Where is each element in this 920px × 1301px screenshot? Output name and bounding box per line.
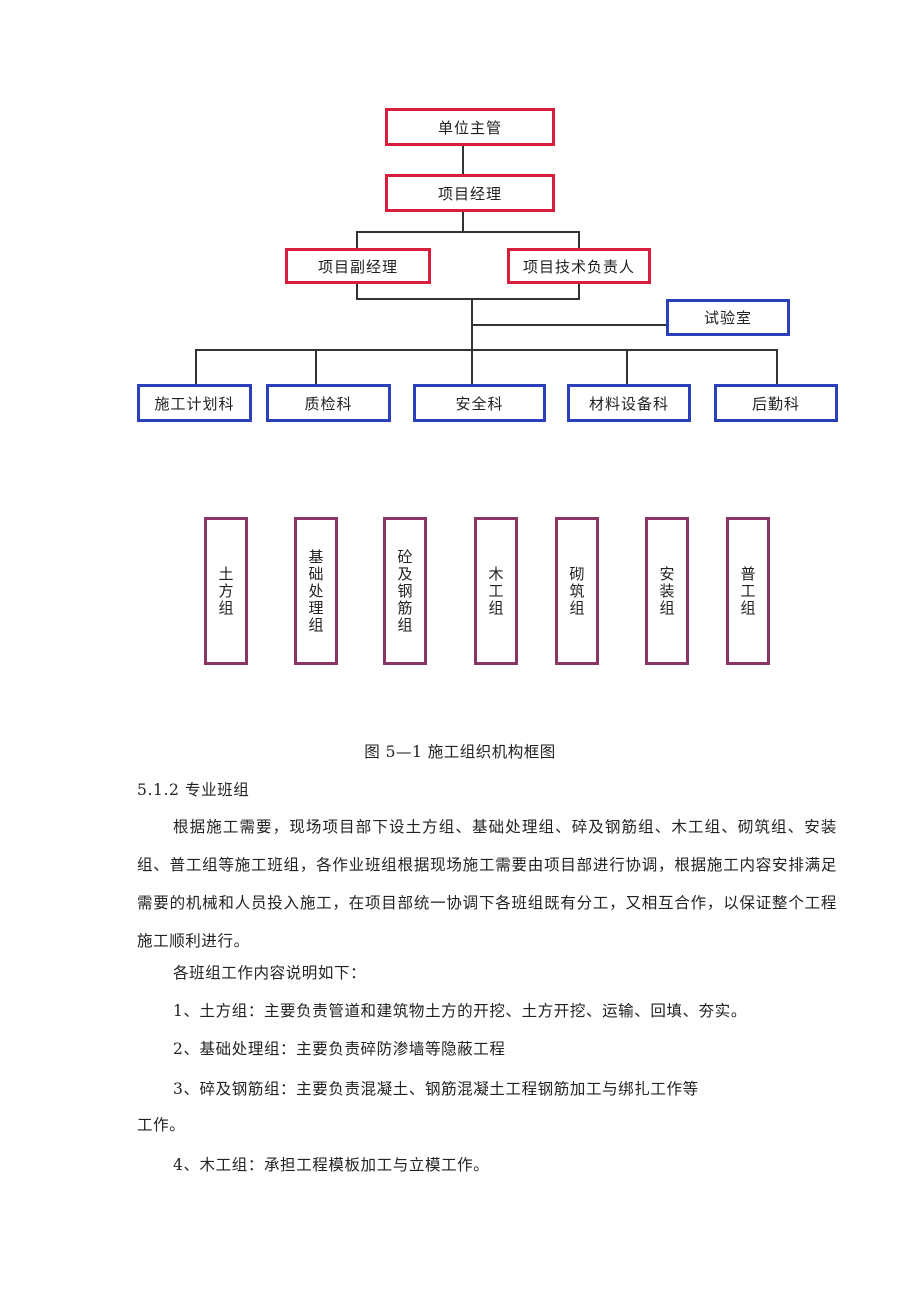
org-box-department: 后勤科	[714, 384, 838, 422]
connector-line	[462, 145, 464, 175]
org-box-top: 单位主管	[385, 108, 555, 146]
figure-caption: 图 5—1 施工组织机构框图	[364, 743, 556, 761]
org-box-label: 材料设备科	[588, 394, 669, 413]
connector-line	[356, 283, 358, 299]
paragraph-intro: 根据施工需要，现场项目部下设土方组、基础处理组、碎及钢筋组、木工组、砌筑组、安装…	[137, 818, 837, 950]
team-label: 安装组	[657, 565, 676, 617]
connector-line	[356, 231, 580, 233]
org-box-label: 项目技术负责人	[522, 257, 635, 276]
connector-line	[315, 349, 317, 385]
team-label: 砼及钢筋组	[395, 548, 414, 634]
org-box-lab: 试验室	[666, 299, 790, 336]
list-item-2: 2、基础处理组：主要负责碎防渗墙等隐蔽工程	[173, 1040, 506, 1058]
connector-line	[195, 349, 777, 351]
org-box-label: 安全科	[455, 394, 504, 413]
paragraph-lead: 各班组工作内容说明如下：	[173, 964, 367, 982]
org-box-tech-lead: 项目技术负责人	[507, 248, 651, 284]
team-box: 基础处理组	[294, 517, 338, 665]
list-item-3: 3、碎及钢筋组：主要负责混凝土、钢筋混凝土工程钢筋加工与绑扎工作等	[173, 1080, 699, 1098]
org-box-label: 项目副经理	[317, 257, 398, 276]
connector-line	[471, 349, 473, 385]
org-box-label: 质检科	[304, 394, 353, 413]
list-item-4: 4、木工组：承担工程模板加工与立模工作。	[173, 1156, 490, 1174]
org-box-label: 项目经理	[437, 184, 502, 203]
org-box-label: 单位主管	[437, 118, 502, 137]
team-box: 安装组	[645, 517, 689, 665]
org-box-label: 施工计划科	[154, 394, 235, 413]
connector-line	[195, 349, 197, 385]
team-label: 基础处理组	[306, 548, 325, 634]
team-box: 土方组	[204, 517, 248, 665]
list-item-3-continuation: 工作。	[137, 1116, 186, 1134]
section-heading: 5.1.2 专业班组	[137, 781, 250, 799]
connector-line	[578, 283, 580, 299]
team-box: 木工组	[474, 517, 518, 665]
org-box-department: 质检科	[266, 384, 391, 422]
connector-line	[471, 324, 667, 326]
team-box: 砼及钢筋组	[383, 517, 427, 665]
team-label: 普工组	[738, 565, 757, 617]
team-box: 普工组	[726, 517, 770, 665]
team-label: 砌筑组	[567, 565, 586, 617]
org-box-label: 后勤科	[751, 394, 800, 413]
org-box-label: 试验室	[703, 309, 752, 327]
org-box-department: 施工计划科	[137, 384, 252, 422]
connector-line	[462, 210, 464, 232]
team-label: 木工组	[486, 565, 505, 617]
connector-line	[776, 349, 778, 385]
org-box-deputy: 项目副经理	[285, 248, 431, 284]
connector-line	[356, 298, 580, 300]
connector-line	[626, 349, 628, 385]
connector-line	[356, 231, 358, 249]
org-box-manager: 项目经理	[385, 174, 555, 212]
org-box-department: 安全科	[413, 384, 546, 422]
team-label: 土方组	[216, 565, 235, 617]
connector-line	[578, 231, 580, 249]
team-box: 砌筑组	[555, 517, 599, 665]
list-item-1: 1、土方组：主要负责管道和建筑物土方的开挖、土方开挖、运输、回填、夯实。	[173, 1002, 747, 1020]
org-box-department: 材料设备科	[567, 384, 691, 422]
